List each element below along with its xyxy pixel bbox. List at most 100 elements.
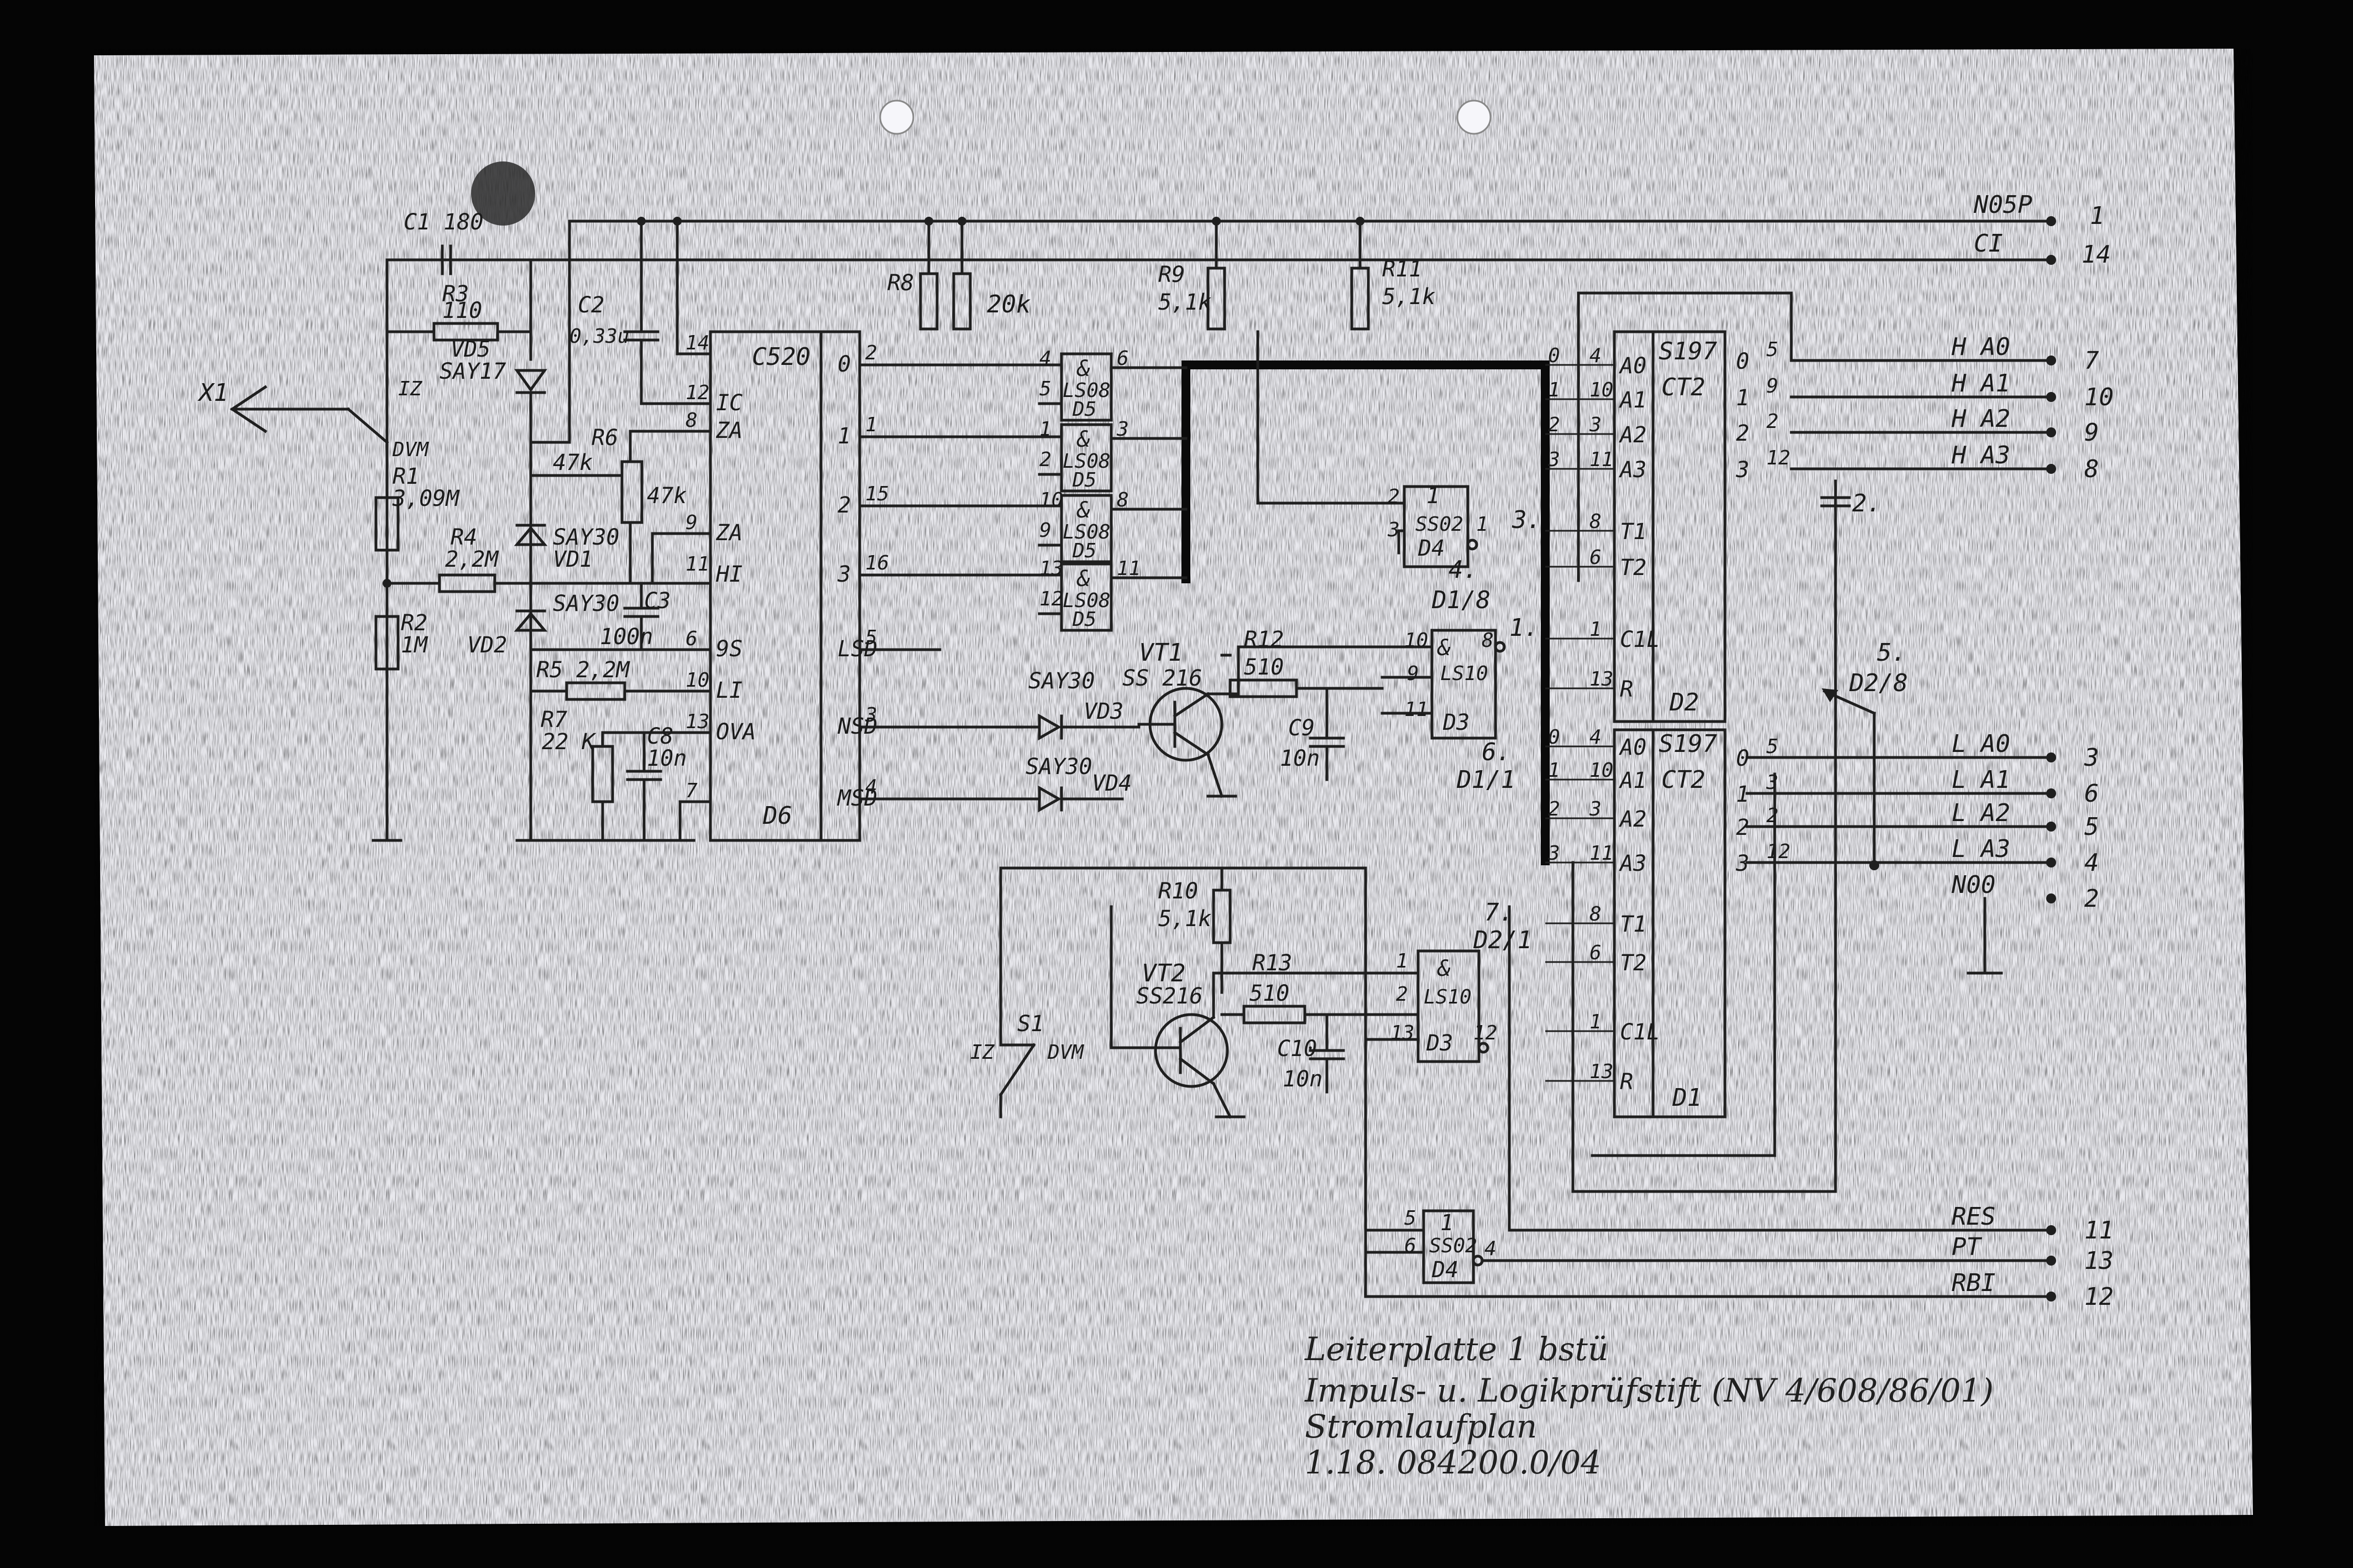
d1-in-pin-3: 3 [1589, 798, 1602, 820]
net-label-l-a1: L A1 [1952, 766, 2010, 794]
annotation-2: 2. [1852, 489, 1881, 518]
annotation-7: 7. [1484, 898, 1514, 927]
d6-out-msd: MSD [836, 786, 877, 811]
d2-in-pin-11: 11 [1589, 448, 1613, 471]
title-line-2: Impuls- u. Logikprüfstift (NV 4/608/86/0… [1304, 1372, 1994, 1409]
d4b-type: SS02 [1429, 1235, 1477, 1257]
d2-in-func-a0: A0 [1618, 353, 1646, 379]
gate-d3a [1237, 629, 1506, 740]
label-r8: R8 [887, 270, 914, 296]
label-r4-val: 2,2M [445, 547, 499, 572]
net-label-l-a0: L A0 [1952, 730, 2010, 758]
d6-func-9s: 9S [716, 636, 742, 662]
d4b-in2: 6 [1404, 1235, 1416, 1257]
d5-in2: 12 [1039, 588, 1063, 610]
data-bus [1181, 360, 1550, 865]
d2-in-pin-4: 4 [1589, 344, 1602, 367]
d1-in-func-a0: A0 [1618, 735, 1646, 760]
d5-out: 3 [1116, 418, 1129, 441]
d6-out-nsd: NSD [837, 714, 877, 739]
d1-in-func-a3: A3 [1618, 851, 1646, 876]
d5-gate-symbol: & [1076, 427, 1090, 452]
label-vd1-type: SAY30 [553, 525, 619, 550]
label-c1: C1 180 [404, 210, 484, 235]
d1-in-func-c1l: C1L [1620, 1020, 1660, 1045]
label-vd2: VD2 [467, 633, 507, 658]
label-c9: C9 [1288, 715, 1315, 741]
pin-rbi: 12 [2084, 1283, 2114, 1311]
d6-type: C520 [752, 343, 811, 371]
d2-in-func-t2: T2 [1620, 555, 1646, 581]
d3a-in3: 11 [1404, 698, 1428, 721]
label-c8-val: 10n [647, 746, 687, 771]
transistor-vt2: VT2 SS216 [1110, 959, 1246, 1119]
d1-in-pin-13: 13 [1589, 1060, 1613, 1083]
d1-name: D1 [1672, 1084, 1702, 1112]
d2-in-pin-6: 6 [1589, 546, 1602, 569]
d2-in-func-r: R [1620, 677, 1633, 702]
label-vd4-type: SAY30 [1026, 754, 1092, 780]
label-s1-dvm: DVM [1047, 1041, 1084, 1064]
d6-pin-14: 14 [686, 332, 709, 354]
power-rails: N05P 1 CI 14 [385, 191, 2111, 269]
d3b-in2: 2 [1396, 983, 1408, 1006]
d6-out-0: 0 [838, 352, 851, 377]
d1-out-bit-3: 3 [1735, 851, 1749, 876]
label-c8: C8 [647, 724, 673, 749]
label-r11-val: 5,1k [1382, 284, 1435, 310]
d6-pin-7: 7 [686, 780, 698, 802]
label-r2-val: 1M [401, 633, 428, 658]
d1-in-bit-0: 0 [1548, 726, 1560, 749]
d2-out-bit-3: 3 [1735, 457, 1749, 483]
d2-in-func-a3: A3 [1618, 457, 1646, 483]
d6-pin-8: 8 [686, 409, 698, 432]
d5-gate-name: D5 [1072, 540, 1096, 562]
d3a-in1: 10 [1404, 629, 1428, 652]
label-iz: IZ [398, 378, 423, 400]
label-r10: R10 [1158, 879, 1198, 904]
d5-gate-name: D5 [1072, 469, 1096, 492]
d1-in-pin-6: 6 [1589, 942, 1602, 964]
pin-h-a1: 10 [2084, 383, 2114, 411]
d5-in1: 4 [1039, 347, 1052, 370]
label-r3: R3 [442, 281, 469, 307]
d2-in-pin-10: 10 [1589, 379, 1613, 401]
d3a-name: D3 [1442, 710, 1470, 735]
label-r13: R13 [1252, 950, 1292, 976]
d6-out-1: 1 [838, 424, 851, 449]
d6-func-ova: OVA [716, 719, 756, 745]
d6-func-hi: HI [715, 562, 742, 587]
label-c3: C3 [644, 588, 671, 614]
pin-n00: 2 [2084, 885, 2099, 913]
pin-h-a2: 9 [2084, 419, 2099, 447]
label-r6-val: 47k [553, 450, 593, 475]
d2-in-bit-2: 2 [1548, 414, 1560, 436]
diodes-vd3-vd4: SAY30 VD3 SAY30 VD4 [858, 668, 1141, 813]
d1-in-bit-3: 3 [1547, 842, 1560, 865]
d5-in1: 13 [1039, 557, 1063, 580]
d5-out: 11 [1117, 557, 1141, 580]
label-c9-val: 10n [1280, 746, 1320, 771]
d5-out: 8 [1117, 489, 1129, 511]
d2-in-bit-1: 1 [1548, 379, 1560, 401]
d3b-in1: 1 [1396, 950, 1408, 973]
d1-in-pin-10: 10 [1589, 759, 1613, 782]
d6-pin-11: 11 [686, 553, 709, 576]
d2-type: S197 [1659, 337, 1717, 365]
d1-out-pin-5: 5 [1766, 735, 1779, 758]
label-vd3-type: SAY30 [1028, 668, 1095, 694]
d2-name: D2 [1669, 688, 1699, 717]
d6-out-2: 2 [838, 493, 851, 518]
d1-in-func-r: R [1620, 1069, 1633, 1095]
label-s1: S1 [1017, 1011, 1044, 1037]
pin-h-a0: 7 [2084, 347, 2099, 375]
d6-pin-10: 10 [686, 669, 709, 692]
d3a-in2: 9 [1407, 662, 1419, 685]
label-r5: R5 2,2M [536, 657, 630, 683]
title-line-3: Stromlaufplan [1305, 1408, 1537, 1445]
d1-in-pin-4: 4 [1589, 726, 1602, 749]
punch-hole-left [879, 100, 914, 135]
label-vd5: VD5 [451, 337, 490, 362]
label-r12-val: 510 [1244, 655, 1284, 680]
